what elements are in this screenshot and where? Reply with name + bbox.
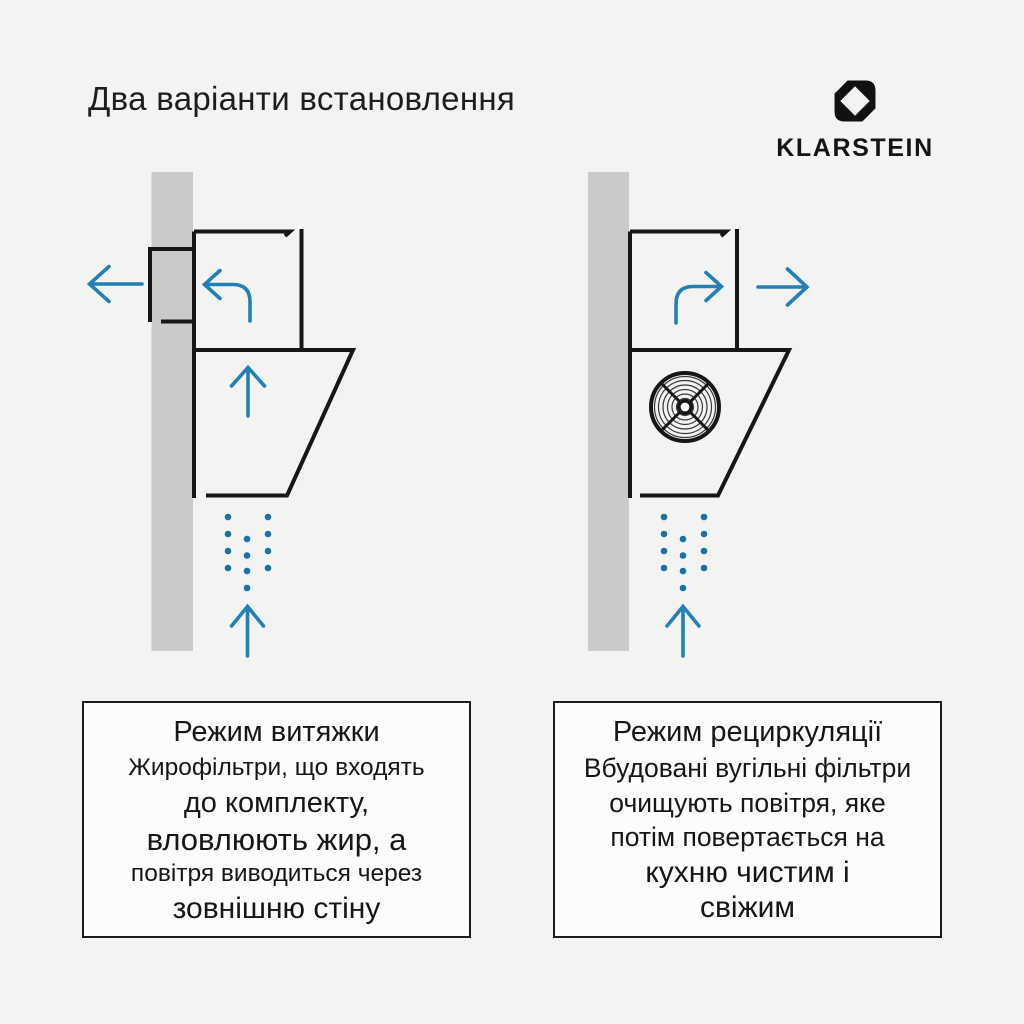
page-title: Два варіанти встановлення (88, 80, 516, 117)
steam-dots (660, 513, 708, 592)
hood-outline (630, 348, 793, 498)
chimney-outline (192, 229, 304, 498)
infobox-line: Жирофільтри, що входять (128, 753, 425, 781)
brand-name: KLARSTEIN (776, 134, 934, 162)
infobox-line: до комплекту, (183, 786, 370, 819)
infobox-heading: Режим витяжки (173, 715, 380, 748)
infobox-line: вловлюють жир, а (146, 821, 407, 857)
klarstein-diamond-icon (834, 80, 876, 122)
airflow-bend-arrow-icon (201, 268, 252, 323)
airflow-bend-arrow-icon (674, 270, 725, 325)
intake-up-arrow-icon (665, 603, 701, 658)
suction-up-arrow-icon (229, 364, 267, 418)
exhaust-mode-infobox: Режим витяжки Жирофільтри, що входять до… (82, 701, 471, 938)
infobox-line: потім повертається на (610, 822, 885, 853)
infobox-line: свіжим (699, 890, 796, 924)
wall (151, 172, 193, 651)
chimney-outline (628, 229, 739, 498)
infobox-line: повітря виводиться через (130, 859, 423, 887)
infobox-line: зовнішню стіну (172, 891, 381, 925)
infobox-line: очищують повітря, яке (609, 787, 886, 818)
exhaust-mode-diagram (86, 172, 357, 658)
infobox-line: Вбудовані вугільні фільтри (583, 753, 912, 784)
steam-dots (224, 513, 272, 592)
recirculation-out-arrow-icon (756, 267, 810, 307)
hood-outline (194, 348, 357, 498)
infobox-line: кухню чистим і (645, 855, 850, 889)
exhaust-out-arrow-icon (86, 264, 144, 304)
recirculation-mode-diagram (588, 172, 810, 658)
intake-up-arrow-icon (229, 603, 266, 658)
infobox-heading: Режим рециркуляції (612, 716, 883, 749)
wall-duct-outline (148, 247, 193, 324)
recirculation-mode-infobox: Режим рециркуляції Вбудовані вугільні фі… (553, 701, 942, 938)
brand-logo: KLARSTEIN (755, 79, 955, 163)
wall (588, 172, 629, 651)
fan-filter-icon (649, 371, 721, 443)
